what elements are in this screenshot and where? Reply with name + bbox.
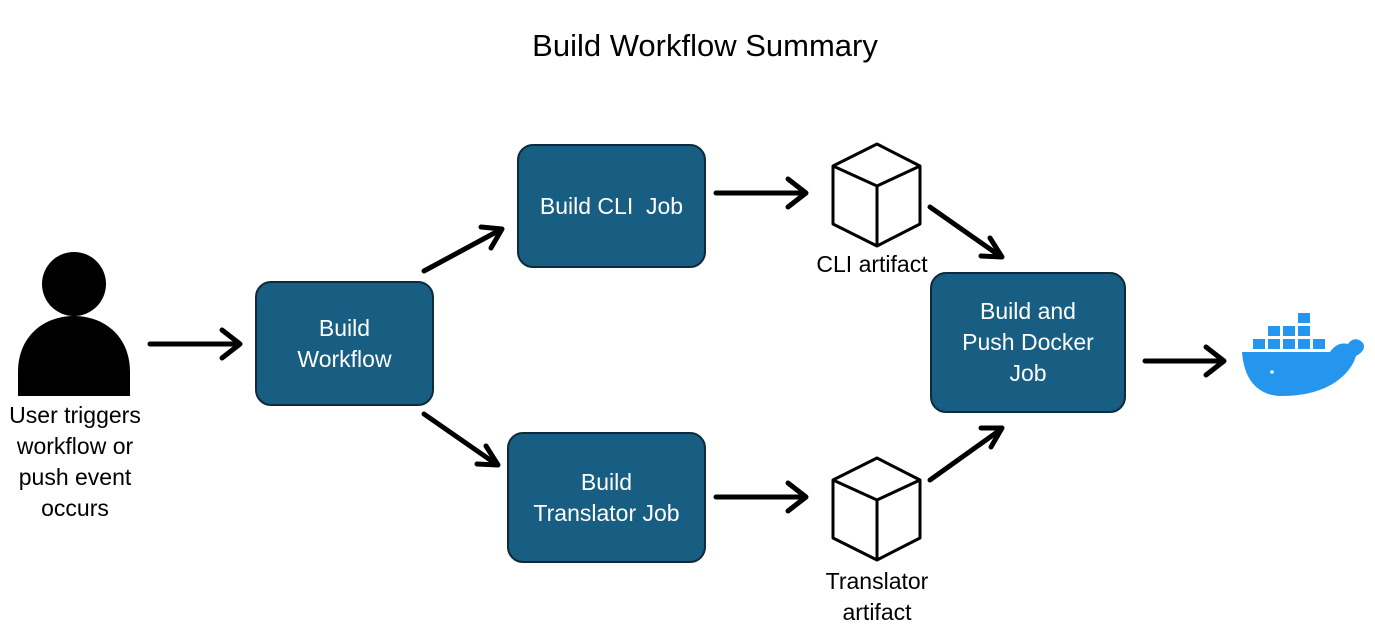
arrow-cli-artifact-to-docker-job <box>927 204 1005 260</box>
arrow-workflow-to-translator-job <box>421 411 501 468</box>
arrow-translator-artifact-to-docker-job <box>927 425 1005 483</box>
arrow-cli-job-to-artifact <box>713 176 809 210</box>
user-icon <box>18 252 130 396</box>
build-workflow-box: Build Workflow <box>255 281 434 406</box>
arrow-workflow-to-cli-job <box>421 224 505 274</box>
build-push-docker-job-box: Build and Push Docker Job <box>930 272 1126 413</box>
build-translator-job-box: Build Translator Job <box>507 432 706 563</box>
cube-icon <box>831 456 922 562</box>
cli-artifact-label: CLI artifact <box>816 251 928 277</box>
build-cli-job-box: Build CLI Job <box>517 144 706 268</box>
diagram-title: Build Workflow Summary <box>532 28 878 63</box>
actor-label: User triggers workflow or push event occ… <box>9 402 141 521</box>
translator-artifact-label: Translator artifact <box>825 568 929 625</box>
arrow-translator-job-to-artifact <box>713 480 809 514</box>
docker-whale-icon <box>1242 311 1364 396</box>
cube-icon <box>831 142 922 248</box>
arrow-user-to-workflow <box>147 327 243 361</box>
arrow-docker-job-to-registry <box>1142 344 1227 378</box>
